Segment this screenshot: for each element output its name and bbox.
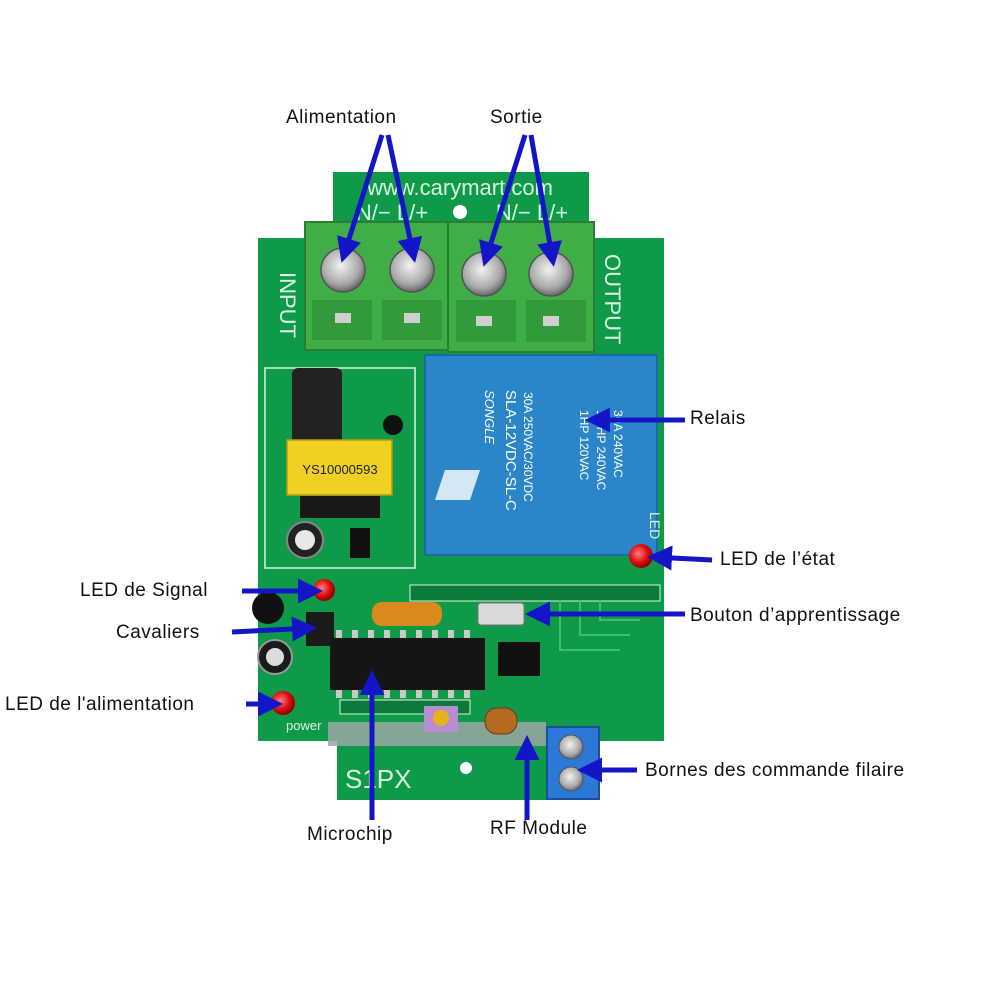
led-silk: LED [647, 512, 663, 539]
pcb-bottom-tab [337, 738, 583, 800]
rf-module [328, 706, 546, 746]
power-supply-area: YS10000593 [264, 367, 416, 569]
label-alimentation: Alimentation [286, 107, 397, 128]
input-terminal-marks: N/− L/+ [356, 200, 428, 225]
wired-control-terminal [546, 726, 600, 800]
transformer-code: YS10000593 [302, 462, 377, 477]
arrow-sortie-l [528, 134, 562, 267]
relay-rating-4: 30A 240VAC [611, 410, 625, 478]
learning-button [477, 602, 525, 626]
relay-brand: SONGLE [482, 390, 497, 445]
power-silk: power [286, 718, 322, 733]
label-sortie: Sortie [490, 107, 543, 128]
small-ic [498, 642, 540, 676]
label-bouton: Bouton d’apprentissage [690, 605, 901, 626]
relay: SONGLE SLA-12VDC-SL-C 30A 250VAC/30VDC 1… [424, 354, 658, 556]
relay-rating-1: 30A 250VAC/30VDC [521, 392, 535, 502]
relay-rating-2: 1HP 120VAC [577, 410, 591, 481]
label-relais: Relais [690, 408, 746, 429]
relay-model: SLA-12VDC-SL-C [502, 390, 519, 511]
mounting-hole [453, 205, 467, 219]
arrow-led-etat [647, 545, 713, 571]
output-silk: OUTPUT [600, 254, 625, 344]
url-silk: www.carymart.com [366, 175, 553, 200]
ceramic-capacitor [372, 602, 442, 626]
label-cavaliers: Cavaliers [116, 622, 200, 643]
arrow-sortie-n [479, 134, 528, 267]
label-microchip: Microchip [307, 824, 393, 845]
arrow-alimentation-n [337, 134, 385, 263]
electrolytic-capacitor [292, 368, 342, 444]
label-led-etat: LED de l’état [720, 549, 836, 570]
label-led-alimentation: LED de l'alimentation [5, 694, 195, 715]
microchip [330, 630, 485, 698]
input-silk: INPUT [275, 272, 300, 338]
mounting-hole-bottom [460, 762, 472, 774]
transformer [286, 439, 393, 496]
output-terminal-block [447, 221, 595, 353]
input-terminal-block [304, 221, 449, 351]
model-silk: S1PX [345, 764, 412, 794]
arrow-alimentation-l [385, 134, 423, 263]
status-led [629, 544, 653, 568]
label-bornes: Bornes des commande filaire [645, 760, 905, 781]
annotation-arrows [231, 134, 713, 820]
transistor-round [252, 592, 284, 624]
label-led-signal: LED de Signal [80, 580, 208, 601]
arrow-cavaliers [231, 616, 317, 642]
label-rf-module: RF Module [490, 818, 588, 839]
output-terminal-marks: N/− L/+ [496, 200, 568, 225]
